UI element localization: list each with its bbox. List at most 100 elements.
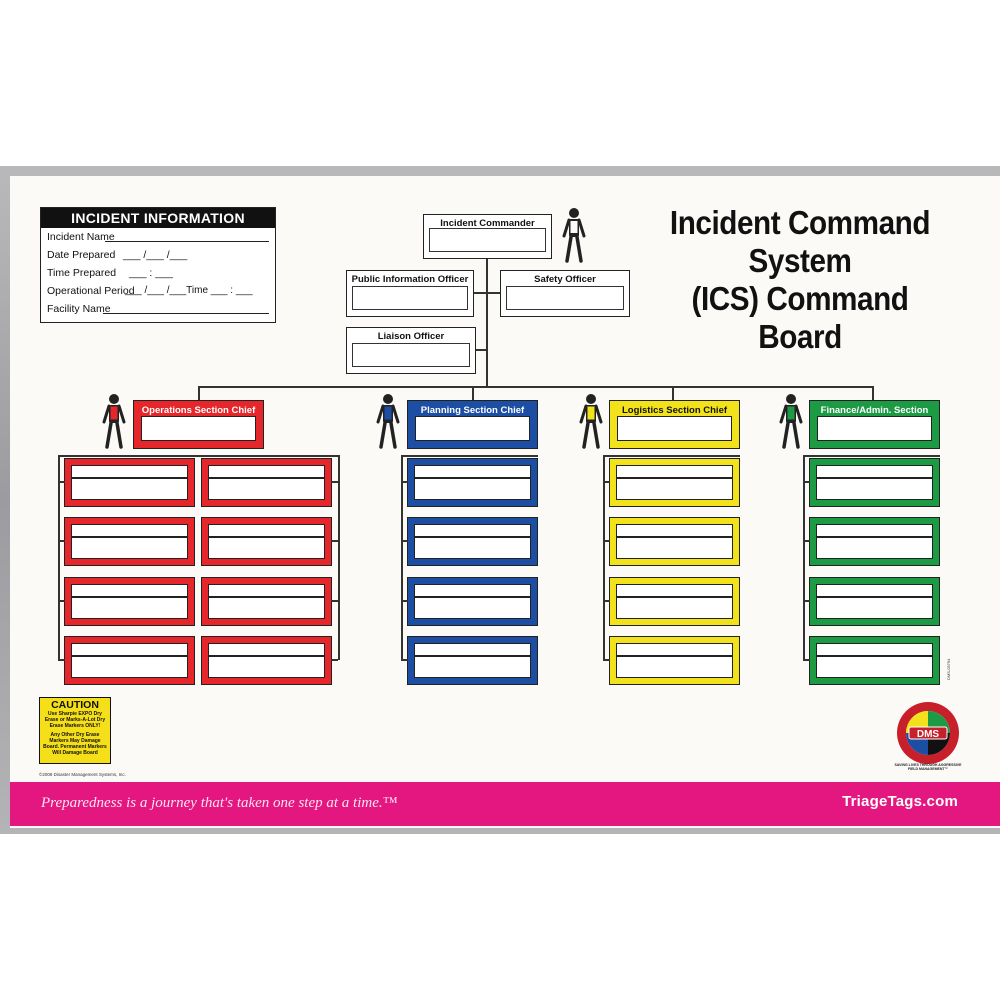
logistics-section-chief-unit-box [609, 517, 740, 566]
operations-section-chief-unit-title-field[interactable] [71, 524, 188, 537]
operations-section-chief-unit-box [64, 577, 195, 626]
finance-admin-section-chief-unit-box [809, 517, 940, 566]
planning-section-chief-unit-title-field[interactable] [414, 643, 531, 656]
liaison-officer-field[interactable] [352, 343, 470, 367]
finance-admin-section-chief-unit-tick [803, 659, 810, 661]
board-title-line1: Incident Command System [669, 204, 931, 279]
incident-commander-field[interactable] [429, 228, 546, 252]
incident-name-row: Incident Name [41, 228, 275, 246]
planning-section-chief-unit-title-field[interactable] [414, 584, 531, 597]
operations-section-chief-unit-name-field[interactable] [208, 597, 325, 619]
safety-officer-field[interactable] [506, 286, 624, 310]
operational-period-blank[interactable]: ___ /___ /___Time ___ : ___ [125, 285, 253, 296]
finance-admin-section-chief-unit-tick [803, 540, 810, 542]
incident-information-title: INCIDENT INFORMATION [41, 208, 275, 228]
safety-officer-label: Safety Officer [534, 274, 596, 285]
operations-section-chief-unit-title-field[interactable] [208, 643, 325, 656]
staff-connector [473, 292, 501, 294]
planning-section-chief-unit-box [407, 636, 538, 685]
planning-section-chief-unit-name-field[interactable] [414, 478, 531, 500]
caution-text-1: Use Sharpie EXPO Dry Erase or Marks-A-Lo… [44, 711, 106, 729]
incident-information-box: INCIDENT INFORMATION Incident Name Date … [40, 207, 276, 323]
logistics-section-chief-figure-icon [579, 394, 603, 449]
operations-section-chief-unit-title-field[interactable] [71, 643, 188, 656]
logistics-section-chief-unit-title-field[interactable] [616, 584, 733, 597]
date-prepared-blank[interactable]: ___ /___ /___ [123, 249, 188, 261]
operations-section-chief-unit-tick [58, 659, 65, 661]
footer-website-link[interactable]: TriageTags.com [842, 793, 958, 810]
operational-period-label: Operational Period [47, 285, 135, 297]
operations-section-chief-unit-name-field[interactable] [208, 656, 325, 678]
operations-section-chief-unit-title-field[interactable] [71, 584, 188, 597]
liaison-officer-label: Liaison Officer [377, 331, 445, 342]
operations-section-chief-unit-name-field[interactable] [208, 478, 325, 500]
date-prepared-label: Date Prepared [47, 249, 116, 261]
planning-section-chief-bracket-top [401, 455, 538, 457]
finance-admin-section-chief-unit-title-field[interactable] [816, 584, 933, 597]
operational-period-row: Operational Period ___ /___ /___Time ___… [41, 282, 275, 300]
finance-admin-section-chief-unit-box [809, 636, 940, 685]
operations-section-chief-unit-name-field[interactable] [208, 537, 325, 559]
planning-section-chief-field[interactable] [415, 416, 530, 441]
finance-admin-section-chief-unit-title-field[interactable] [816, 524, 933, 537]
planning-section-chief-unit-name-field[interactable] [414, 597, 531, 619]
planning-section-chief-unit-tick [401, 540, 408, 542]
operations-section-chief-unit-title-field[interactable] [71, 465, 188, 478]
logistics-section-chief-unit-title-field[interactable] [616, 465, 733, 478]
public-information-officer-field[interactable] [352, 286, 468, 310]
operations-section-chief-unit-box [201, 517, 332, 566]
finance-admin-section-chief-unit-name-field[interactable] [816, 597, 933, 619]
finance-admin-section-chief-unit-tick [803, 600, 810, 602]
finance-admin-section-chief-unit-title-field[interactable] [816, 643, 933, 656]
operations-section-chief-unit-title-field[interactable] [208, 524, 325, 537]
planning-section-chief-unit-title-field[interactable] [414, 465, 531, 478]
logistics-section-chief-unit-box [609, 458, 740, 507]
logistics-section-chief-unit-tick [603, 481, 610, 483]
logistics-section-chief-field[interactable] [617, 416, 732, 441]
operations-section-chief-unit-name-field[interactable] [71, 656, 188, 678]
finance-admin-section-chief-field[interactable] [817, 416, 932, 441]
planning-section-chief-unit-name-field[interactable] [414, 656, 531, 678]
logistics-section-chief-unit-tick [603, 540, 610, 542]
operations-section-chief-unit-title-field[interactable] [208, 584, 325, 597]
operations-section-chief-unit-box [64, 517, 195, 566]
operations-section-chief-unit-tick [58, 481, 65, 483]
finance-admin-section-chief-bracket-top [803, 455, 940, 457]
logistics-section-chief-unit-tick [603, 600, 610, 602]
planning-section-chief-unit-box [407, 517, 538, 566]
operations-section-chief-bracket-top [58, 455, 339, 457]
operations-section-chief-unit-name-field[interactable] [71, 478, 188, 500]
operations-section-chief-field[interactable] [141, 416, 256, 441]
logistics-section-chief-unit-name-field[interactable] [616, 478, 733, 500]
operations-section-chief-unit-tick [331, 600, 338, 602]
finance-admin-section-chief-unit-name-field[interactable] [816, 537, 933, 559]
time-prepared-blank[interactable]: ___ : ___ [129, 267, 173, 279]
safety-officer-box: Safety Officer [500, 270, 630, 317]
public-information-officer-box: Public Information Officer [346, 270, 474, 317]
logistics-section-chief-unit-title-field[interactable] [616, 643, 733, 656]
finance-admin-section-chief-unit-name-field[interactable] [816, 656, 933, 678]
operations-section-chief-unit-title-field[interactable] [208, 465, 325, 478]
logistics-section-chief-unit-name-field[interactable] [616, 656, 733, 678]
facility-name-line[interactable] [103, 313, 269, 314]
product-code: DMS-05794 [946, 658, 951, 680]
operations-section-chief-unit-name-field[interactable] [71, 597, 188, 619]
incident-commander-figure-icon [562, 208, 586, 263]
command-trunk [486, 259, 488, 386]
planning-section-chief-unit-name-field[interactable] [414, 537, 531, 559]
public-information-officer-label: Public Information Officer [351, 274, 469, 285]
time-prepared-label: Time Prepared [47, 267, 117, 279]
finance-admin-section-chief-unit-box [809, 577, 940, 626]
operations-section-chief-unit-box [201, 636, 332, 685]
operations-section-chief-figure-icon [102, 394, 126, 449]
logistics-section-chief-unit-title-field[interactable] [616, 524, 733, 537]
planning-section-chief-unit-title-field[interactable] [414, 524, 531, 537]
planning-section-chief-bracket [401, 455, 403, 660]
finance-admin-section-chief-unit-name-field[interactable] [816, 478, 933, 500]
finance-admin-section-chief-unit-title-field[interactable] [816, 465, 933, 478]
operations-section-chief-unit-name-field[interactable] [71, 537, 188, 559]
logistics-section-chief-unit-name-field[interactable] [616, 597, 733, 619]
logistics-section-chief-unit-name-field[interactable] [616, 537, 733, 559]
incident-name-line[interactable] [105, 241, 269, 242]
operations-section-chief-unit-box [201, 458, 332, 507]
